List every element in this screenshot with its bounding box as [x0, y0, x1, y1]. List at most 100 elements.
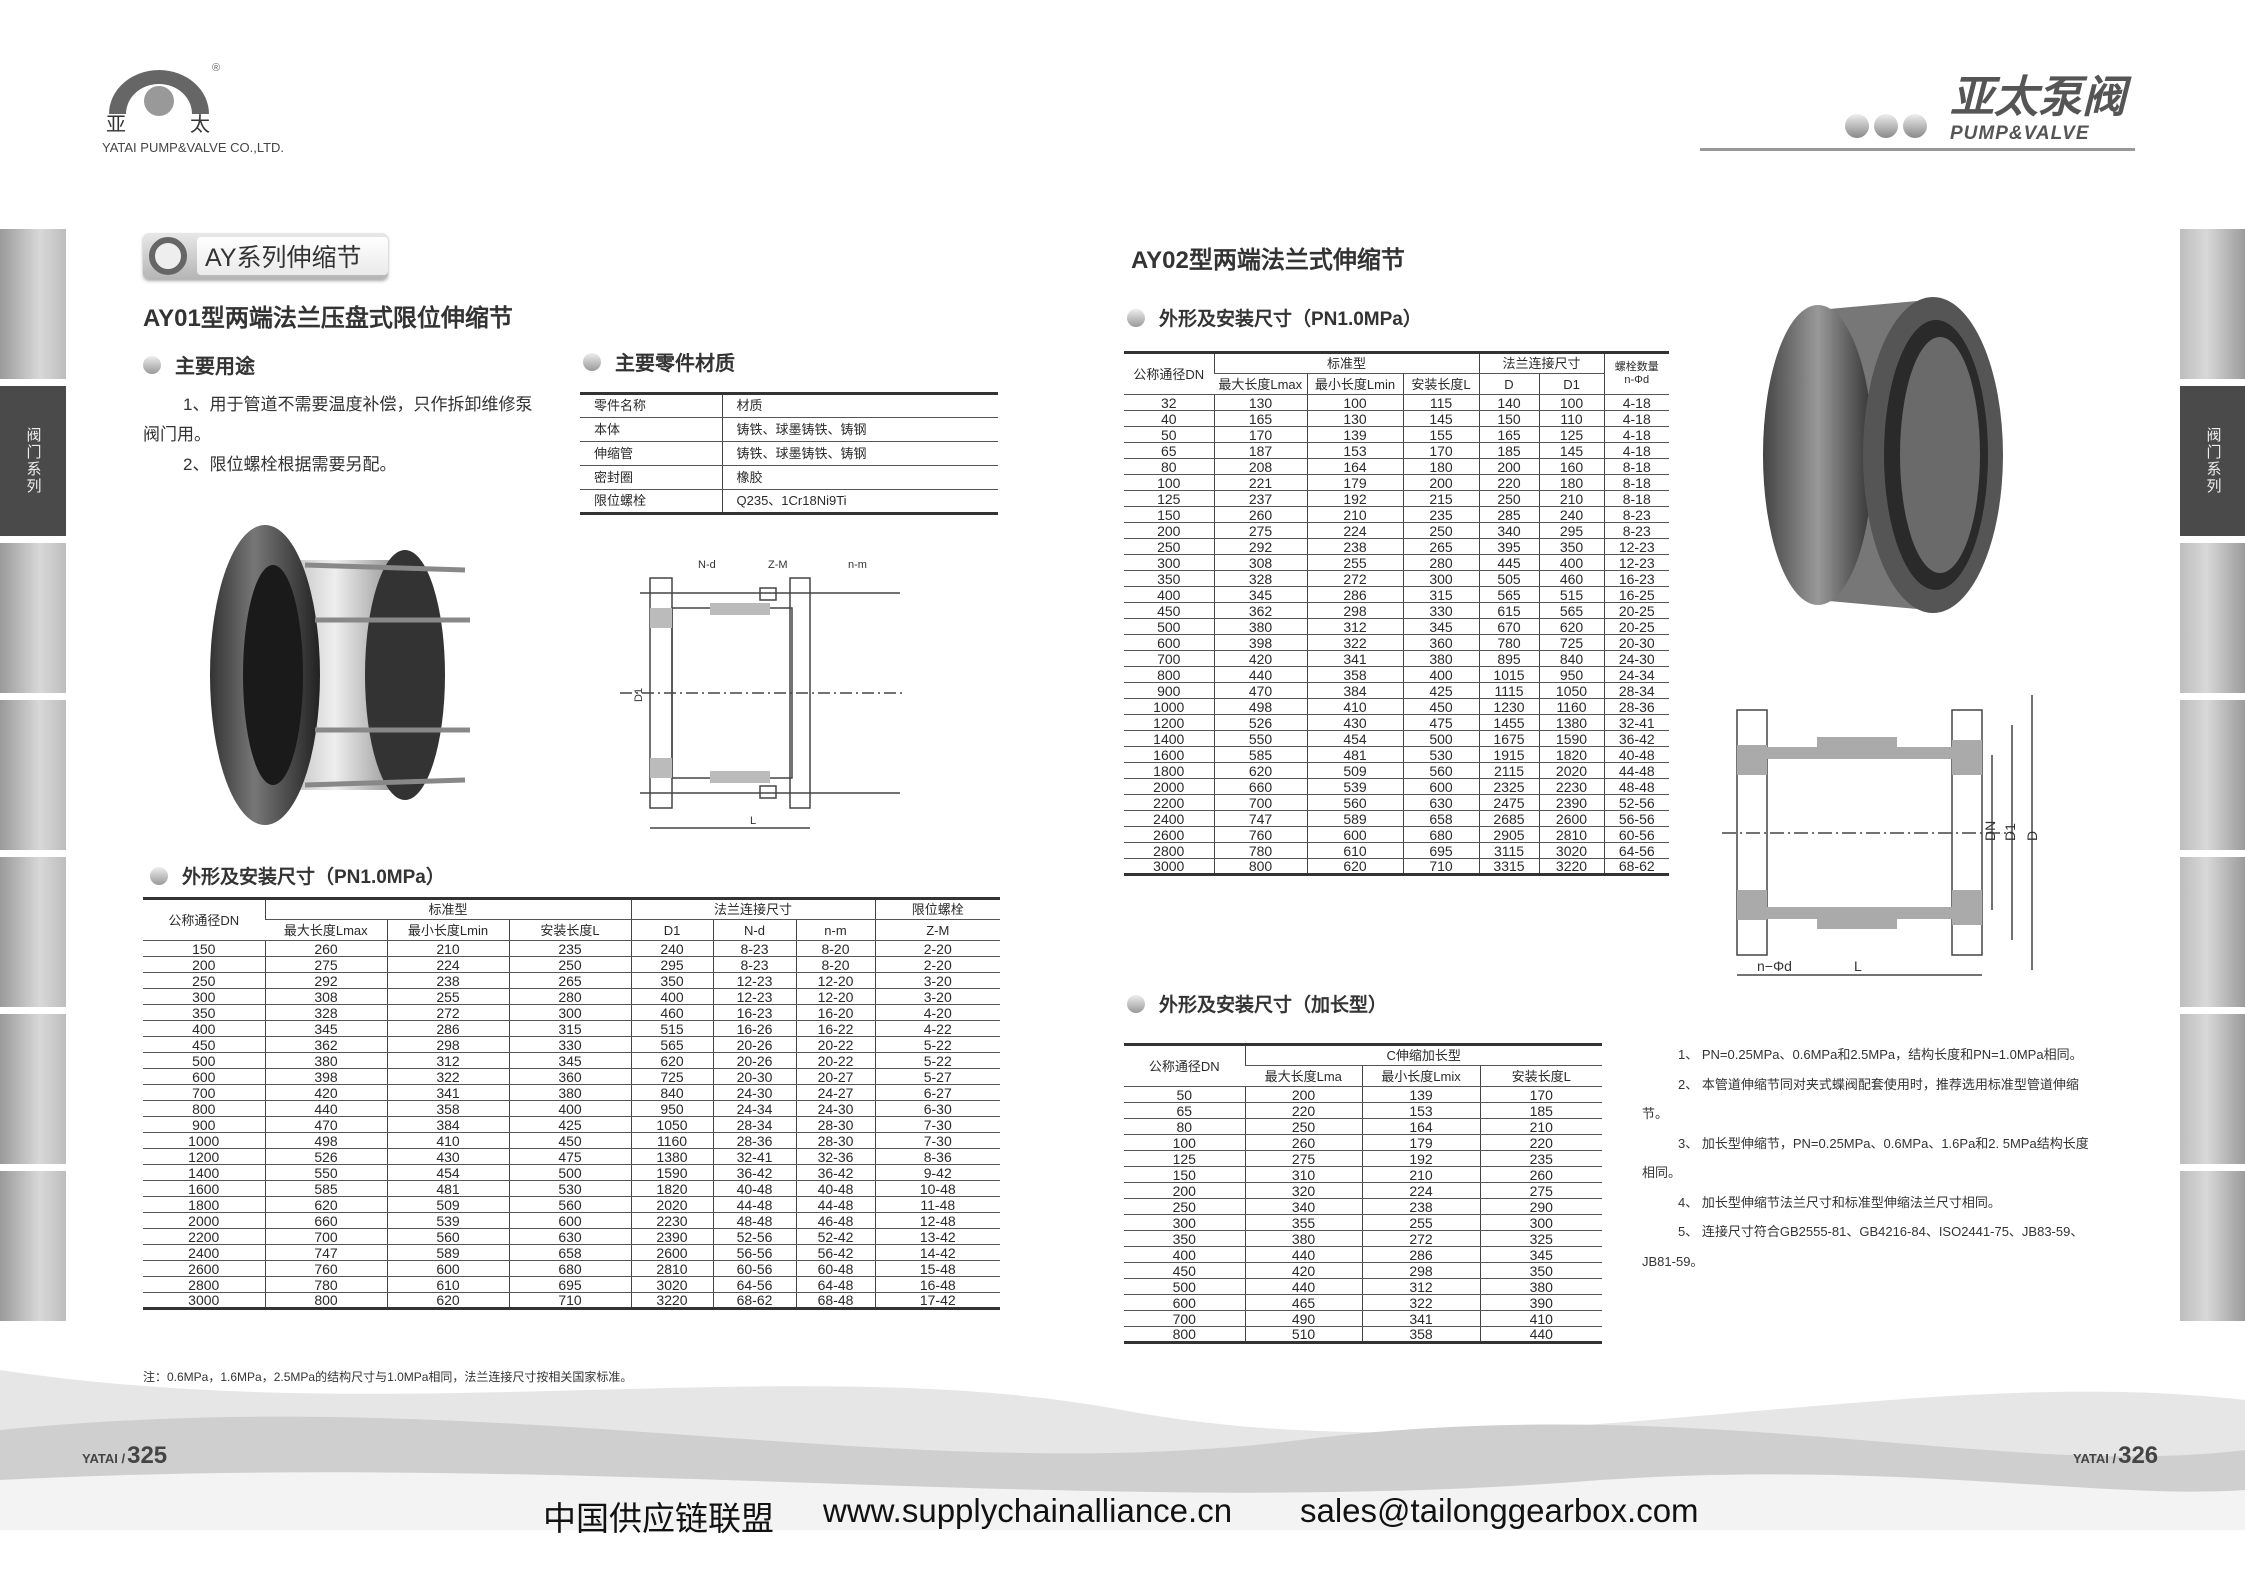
table-cell: 362 [264, 1036, 387, 1053]
table-cell: 238 [1306, 538, 1403, 555]
table-cell: 4-18 [1603, 442, 1669, 459]
table-cell: 伸缩管 [580, 441, 722, 466]
table-cell: 950 [630, 1100, 713, 1117]
side-tab-valves[interactable]: 阀门系列 [0, 386, 66, 536]
table-cell: 700 [264, 1228, 387, 1245]
table-cell: 250 [1124, 538, 1214, 555]
table-cell: 20-25 [1603, 602, 1669, 619]
table-cell: 本体 [580, 417, 722, 442]
table-cell: 280 [1402, 554, 1479, 571]
side-tab[interactable] [2180, 857, 2245, 1007]
side-tab[interactable] [0, 1171, 66, 1321]
table-cell: 192 [1361, 1150, 1480, 1167]
side-tab[interactable] [0, 700, 66, 850]
table-cell: 1800 [143, 1196, 265, 1213]
registered-mark: ® [212, 62, 221, 74]
side-tab-valves[interactable]: 阀门系列 [2180, 386, 2245, 536]
side-tab[interactable] [2180, 543, 2245, 693]
table-cell: 312 [386, 1052, 509, 1069]
table-cell: 250 [508, 956, 631, 973]
label-d1: D1 [2002, 823, 2018, 841]
bullet-icon [583, 352, 601, 371]
table-cell: 400 [630, 988, 713, 1005]
watermark-url[interactable]: www.supplychainalliance.cn [823, 1492, 1233, 1529]
table-cell: 5-27 [874, 1068, 1000, 1085]
column-header: N-d [712, 919, 796, 941]
table-cell: 322 [386, 1068, 509, 1085]
note-item: 2、 本管道伸缩节同对夹式蝶阀配套使用时，推荐选用标准型管道伸缩节。 [1642, 1076, 2079, 1122]
watermark-email[interactable]: sales@tailonggearbox.com [1300, 1492, 1699, 1529]
table-cell: 350 [630, 972, 713, 989]
table-cell: 526 [1213, 714, 1307, 731]
table-cell: 153 [1306, 442, 1403, 459]
table-cell: 6-30 [874, 1100, 1000, 1117]
table-cell: 150 [1478, 410, 1539, 427]
table-cell: 350 [143, 1004, 265, 1021]
table-cell: 3000 [1124, 858, 1214, 875]
company-logo: ® 亚 太 YATAI PUMP&VALVE CO.,LTD. [100, 62, 320, 157]
table-cell: 255 [1361, 1214, 1480, 1231]
side-tab[interactable] [0, 543, 66, 693]
table-cell: 350 [1124, 570, 1214, 587]
table-cell: 48-48 [1603, 778, 1669, 795]
side-tab[interactable] [0, 857, 66, 1007]
table-cell: 240 [1538, 506, 1604, 523]
table-cell: 15-48 [874, 1260, 1000, 1277]
side-tab[interactable] [2180, 1171, 2245, 1321]
table-cell: 64-56 [1603, 842, 1669, 859]
table-note: 注：0.6MPa，1.6MPa，2.5MPa的结构尺寸与1.0MPa相同，法兰连… [143, 1370, 633, 1384]
table-cell: 44-48 [1603, 762, 1669, 779]
table-cell: 589 [1306, 810, 1403, 827]
table-cell: 3020 [1538, 842, 1604, 859]
table-cell: 380 [264, 1052, 387, 1069]
table-cell: 600 [1402, 778, 1479, 795]
left-side-tabs: 阀门系列 [0, 229, 66, 1321]
table-cell: 358 [1361, 1326, 1480, 1343]
side-tab[interactable] [2180, 1014, 2245, 1164]
label-d1: D1 [633, 688, 645, 702]
table-cell: 800 [1213, 858, 1307, 875]
table-cell: 460 [1538, 570, 1604, 587]
table-cell: 165 [1478, 426, 1539, 443]
table-cell: 215 [1402, 490, 1479, 507]
table-cell: 747 [264, 1244, 387, 1261]
table-cell: 1820 [630, 1180, 713, 1197]
table-cell: 139 [1306, 426, 1403, 443]
table-cell: 300 [1124, 554, 1214, 571]
side-tab[interactable] [0, 229, 66, 379]
label-d: D [2024, 831, 2040, 841]
side-tab[interactable] [2180, 229, 2245, 379]
table-row: 本体铸铁、球墨铸铁、铸钢 [580, 417, 998, 442]
table-cell: 400 [143, 1020, 265, 1037]
brand-header: 亚太泵阀 PUMP&VALVE [1700, 74, 2140, 154]
group-flange: 法兰连接尺寸 [1478, 352, 1604, 374]
table-cell: 800 [143, 1100, 265, 1117]
table-cell: 224 [386, 956, 509, 973]
table-cell: 4-20 [874, 1004, 1000, 1021]
table-cell: 425 [508, 1116, 631, 1133]
table-cell: 2810 [630, 1260, 713, 1277]
side-tab[interactable] [0, 1014, 66, 1164]
table-cell: 341 [386, 1084, 509, 1101]
table-cell: 125 [1538, 426, 1604, 443]
side-tab[interactable] [2180, 700, 2245, 850]
table-cell: 470 [1213, 682, 1307, 699]
table-cell: 380 [1402, 650, 1479, 667]
table-cell: 210 [1479, 1118, 1602, 1135]
table-cell: 2800 [1124, 842, 1214, 859]
table-cell: 224 [1361, 1182, 1480, 1199]
brand-en: PUMP&VALVE [1950, 123, 2090, 144]
table-cell: 286 [1361, 1246, 1480, 1263]
table-cell: 28-36 [1603, 698, 1669, 715]
side-tab-label: 阀门系列 [24, 427, 42, 495]
table-cell: 560 [1306, 794, 1403, 811]
